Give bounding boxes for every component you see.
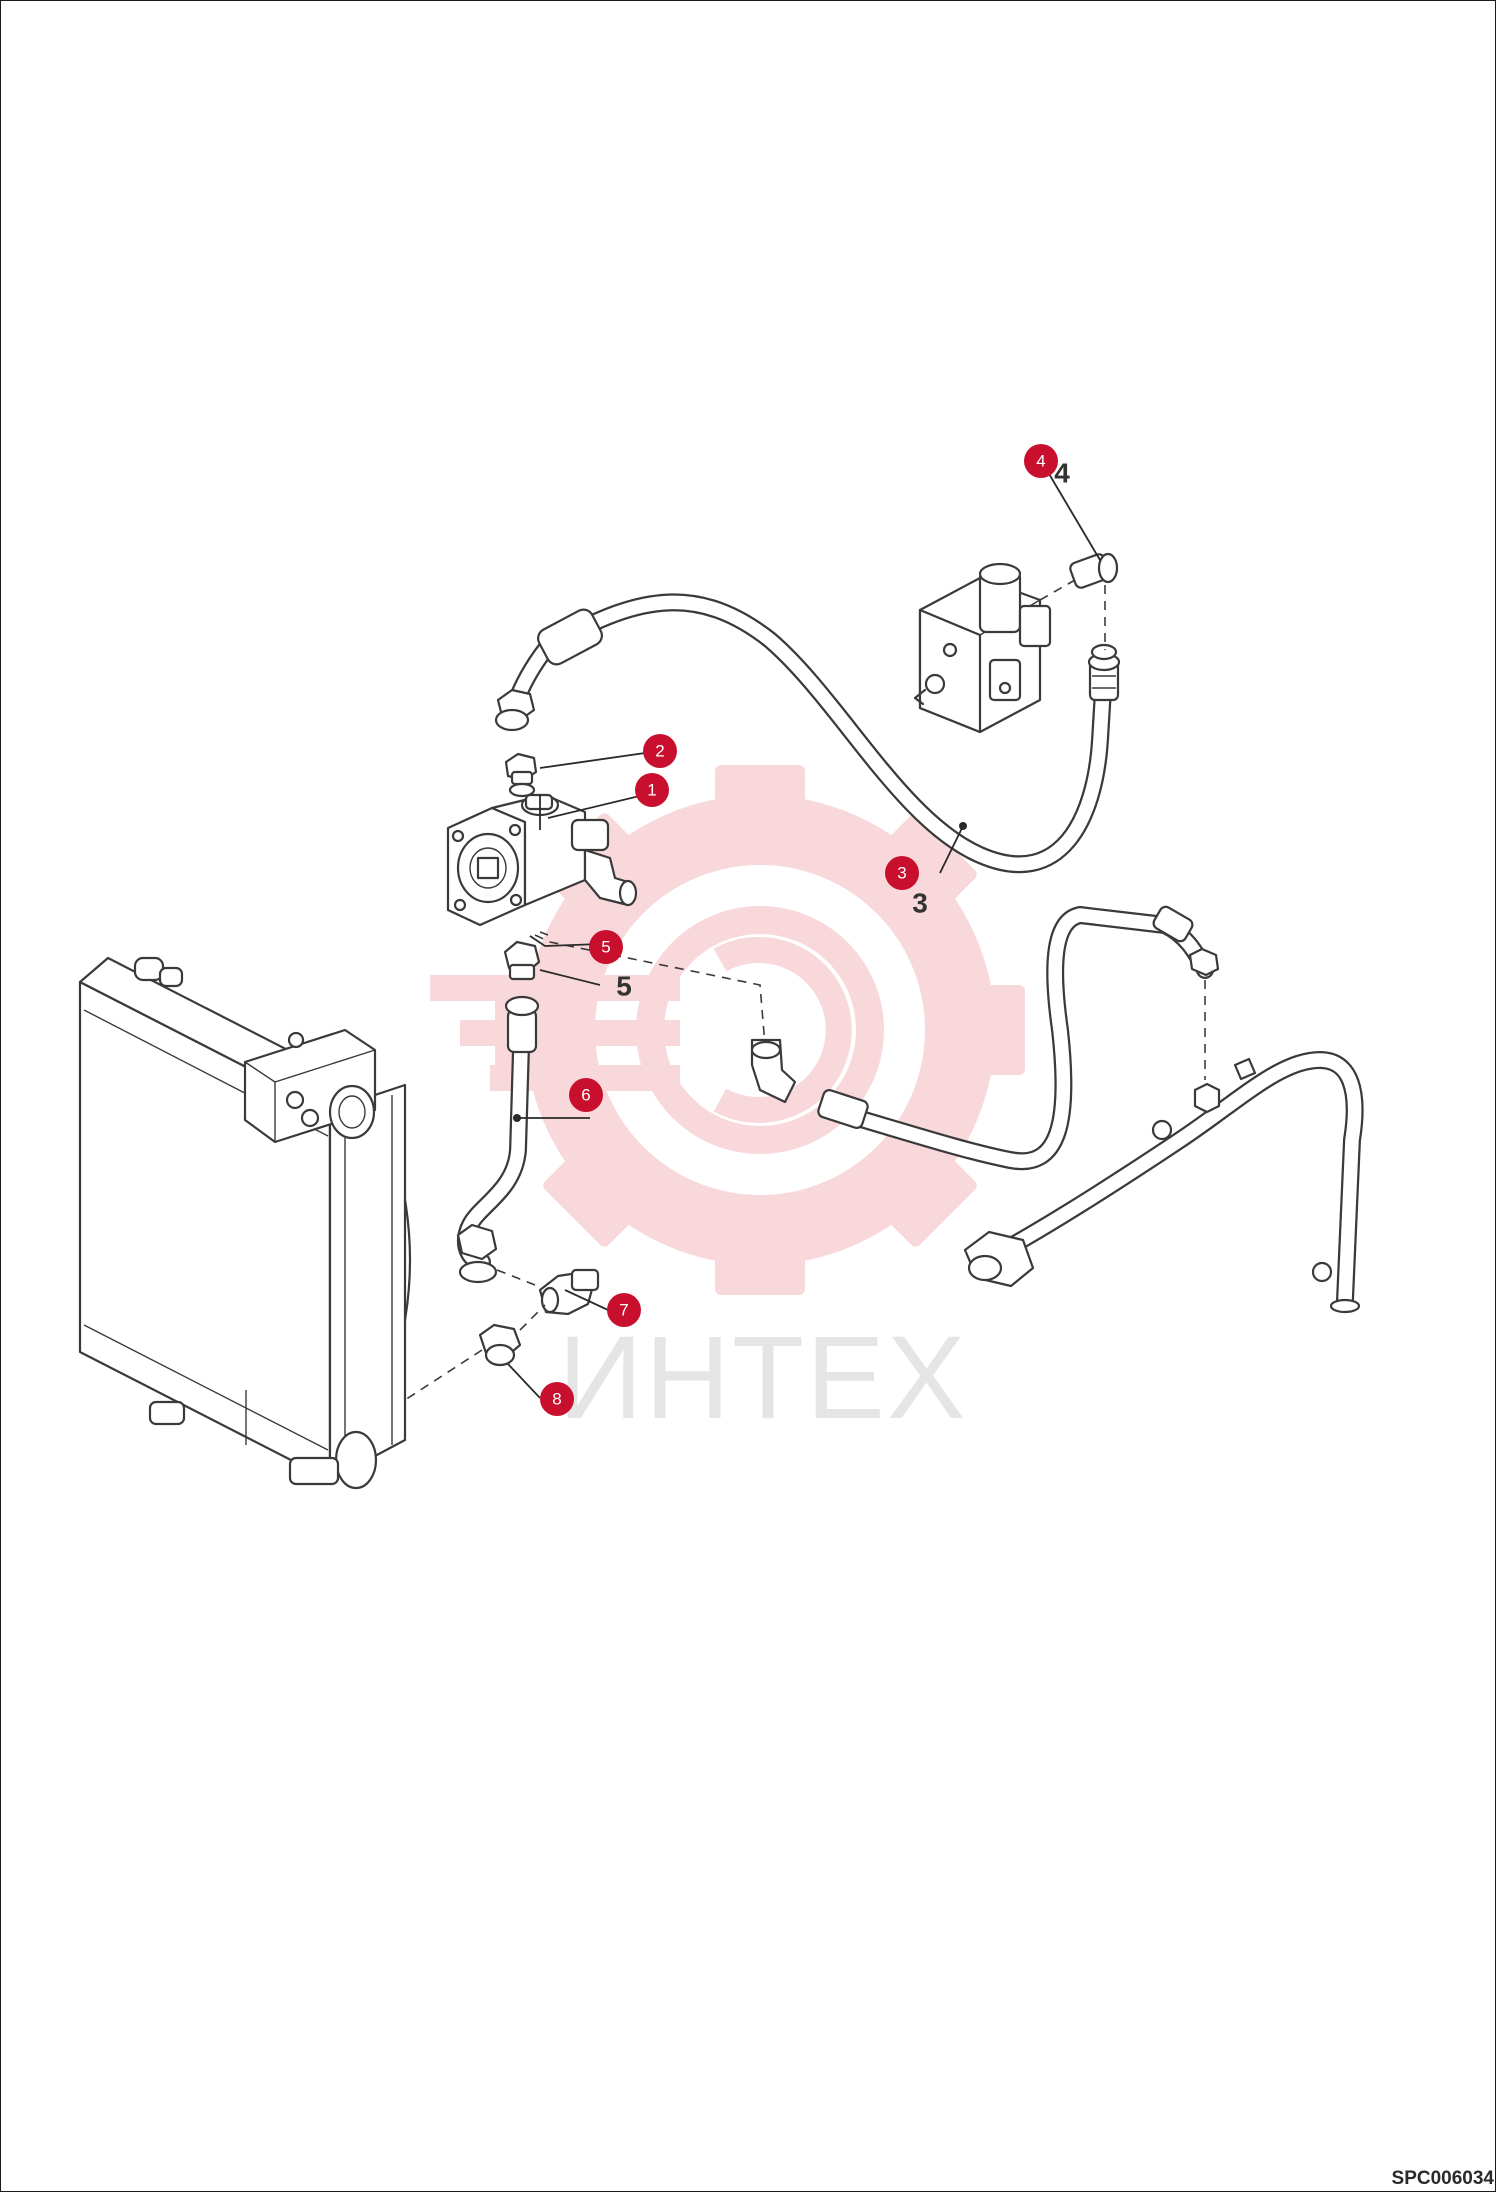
leader-lines <box>507 461 1101 1399</box>
callout-2-label: 2 <box>655 742 664 761</box>
fitting-item-8 <box>404 1304 546 1401</box>
callout-1-label: 1 <box>647 781 656 800</box>
callout-8-label: 8 <box>552 1390 561 1409</box>
hose-item-3 <box>494 593 1121 874</box>
return-pipe <box>963 1051 1364 1314</box>
callout-3-label: 3 <box>897 864 906 883</box>
fitting-item-2 <box>504 752 538 798</box>
hose-item-6 <box>456 995 540 1286</box>
item-number-4: 4 <box>1054 458 1070 489</box>
drawing-code: SPC006034 <box>1391 2168 1494 2189</box>
radiator-assembly <box>78 956 412 1490</box>
callout-2: 2 <box>643 734 677 768</box>
item-number-3: 3 <box>912 888 928 919</box>
callout-8: 8 <box>540 1382 574 1416</box>
callout-3: 3 <box>885 856 919 890</box>
callout-6: 6 <box>569 1078 603 1112</box>
watermark-text: ИНТЕХ <box>558 1312 968 1444</box>
callout-7: 7 <box>607 1293 641 1327</box>
adapter-item-7 <box>538 1268 600 1316</box>
gear-pump-item-1 <box>446 793 638 927</box>
valve-block <box>913 552 1119 734</box>
callout-6-label: 6 <box>581 1086 590 1105</box>
callout-4: 4 <box>1024 444 1058 478</box>
callout-5: 5 <box>589 930 623 964</box>
item-number-5: 5 <box>616 971 632 1002</box>
return-hose <box>817 905 1220 1171</box>
callout-4-label: 4 <box>1036 452 1045 471</box>
callout-1: 1 <box>635 773 669 807</box>
fitting-item-5 <box>503 931 797 1104</box>
callout-5-label: 5 <box>601 938 610 957</box>
callout-7-label: 7 <box>619 1301 628 1320</box>
